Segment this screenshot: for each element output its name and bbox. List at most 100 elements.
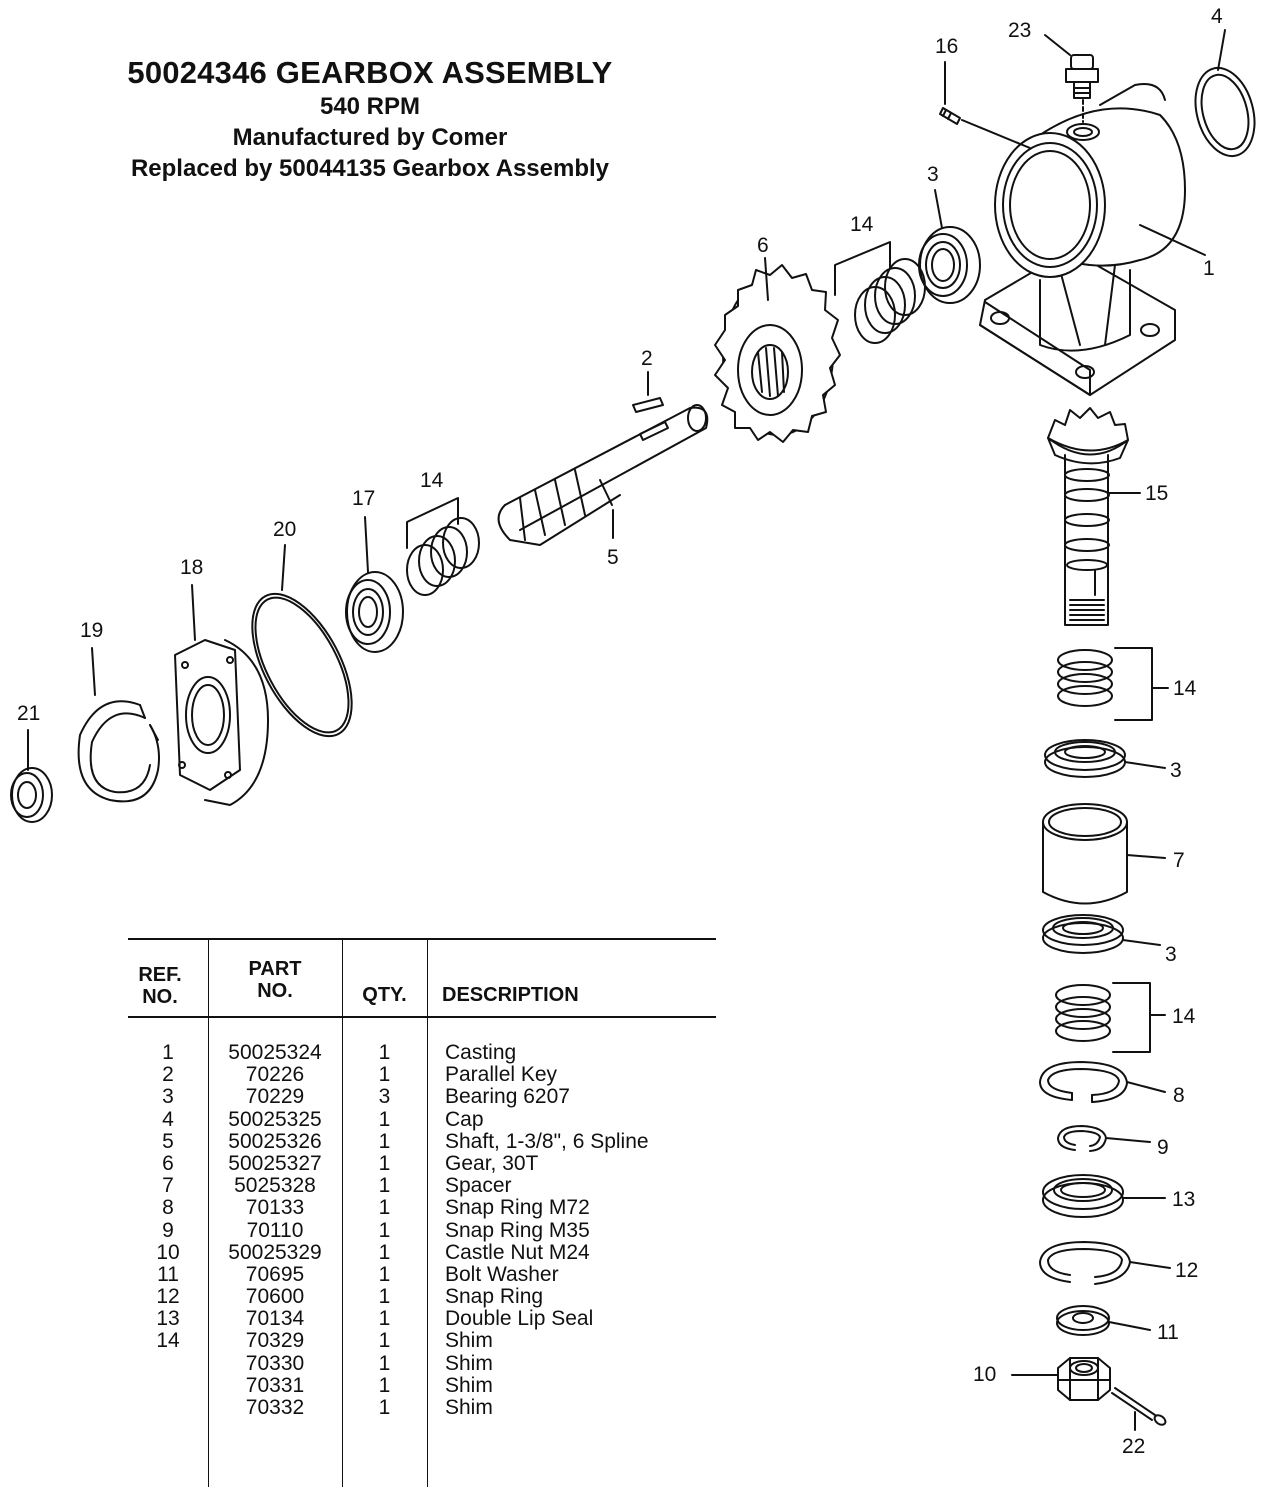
callout-14c: 14 xyxy=(1173,677,1197,700)
qty-cell: 1 xyxy=(378,1196,391,1220)
ref-cell: 8 xyxy=(162,1196,174,1220)
ref-cell: 1 xyxy=(162,1041,174,1064)
description-cell: Shim xyxy=(445,1396,493,1419)
callout-4: 4 xyxy=(1211,5,1223,28)
ref-cell: 6 xyxy=(162,1151,174,1175)
qty-cell: 1 xyxy=(378,1129,391,1153)
callout-12: 12 xyxy=(1175,1259,1199,1282)
replacement-note: Replaced by 50044135 Gearbox Assembly xyxy=(130,155,610,182)
callout-20: 20 xyxy=(273,518,297,541)
callout-leader-11 xyxy=(1108,1321,1151,1331)
table-header-rule xyxy=(128,1016,716,1018)
callout-14a: 14 xyxy=(850,213,874,236)
description-cell: Cap xyxy=(445,1107,484,1131)
table-column-divider xyxy=(427,938,428,1487)
ref-cell: 5 xyxy=(162,1129,174,1153)
bolt-washer-part xyxy=(1056,1305,1110,1336)
callout-15: 15 xyxy=(1145,482,1169,505)
part-number-cell: 70330 xyxy=(245,1351,305,1375)
header-part-line2: NO. xyxy=(257,980,293,1002)
callout-13: 13 xyxy=(1172,1188,1196,1211)
description-cell: Casting xyxy=(445,1041,517,1064)
qty-cell: 1 xyxy=(378,1063,391,1087)
manufacturer-note: Manufactured by Comer xyxy=(232,124,508,151)
o-ring-part xyxy=(251,592,353,738)
qty-cell: 1 xyxy=(378,1285,391,1309)
callout-11: 11 xyxy=(1157,1321,1179,1344)
callout-leader-8 xyxy=(1126,1081,1166,1093)
callout-leader-19 xyxy=(91,647,96,696)
callout-leader-7 xyxy=(1126,854,1166,859)
header-part: PART NO. xyxy=(208,958,342,1002)
header-part-line1: PART xyxy=(248,958,302,980)
callout-23: 23 xyxy=(1008,19,1032,42)
callout-14b: 14 xyxy=(420,469,444,492)
callout-leader-1 xyxy=(1139,224,1206,256)
callout-leader-9 xyxy=(1105,1137,1151,1143)
header-ref-line1: REF. xyxy=(138,964,182,986)
bearing-part-upper xyxy=(918,226,981,304)
description-cell: Gear, 30T xyxy=(445,1151,539,1175)
callout-bracket-14c xyxy=(1114,647,1169,721)
qty-cell: 1 xyxy=(378,1307,391,1331)
description-cell: Bearing 6207 xyxy=(445,1085,570,1109)
callout-bracket-14d xyxy=(1112,982,1166,1053)
callout-leader-3a xyxy=(934,189,943,229)
callout-18: 18 xyxy=(180,556,204,579)
table-row: 5 50025326 1 Shaft, 1-3/8", 6 Spline xyxy=(128,1129,716,1153)
description-cell: Snap Ring M72 xyxy=(445,1196,590,1220)
qty-cell: 1 xyxy=(378,1218,391,1242)
callout-22: 22 xyxy=(1122,1435,1146,1458)
callout-leader-3b xyxy=(1124,761,1166,769)
callout-7: 7 xyxy=(1173,849,1185,872)
assembly-title: 50024346 GEARBOX ASSEMBLY xyxy=(127,55,613,90)
callout-leader-12 xyxy=(1129,1261,1171,1269)
part-number-cell: 50025327 xyxy=(228,1151,322,1175)
callout-3a: 3 xyxy=(927,163,939,186)
callout-3b: 3 xyxy=(1170,759,1182,782)
description-cell: Parallel Key xyxy=(445,1063,558,1087)
shims-part-lower xyxy=(406,517,480,596)
description-cell: Shaft, 1-3/8", 6 Spline xyxy=(445,1129,649,1153)
callout-leader-6 xyxy=(764,257,769,301)
table-top-rule xyxy=(128,938,716,940)
snap-ring-part-12 xyxy=(1039,1241,1131,1285)
callout-leader-17 xyxy=(364,516,369,573)
part-number-cell: 70229 xyxy=(245,1085,305,1109)
callout-21: 21 xyxy=(17,702,41,725)
ref-cell: 3 xyxy=(162,1085,174,1109)
ref-cell: 9 xyxy=(162,1218,174,1242)
bearing-part-vert-lower xyxy=(1042,914,1124,954)
ref-cell: 10 xyxy=(156,1240,180,1264)
ref-cell: 14 xyxy=(156,1329,180,1353)
callout-3c: 3 xyxy=(1165,943,1177,966)
callout-1: 1 xyxy=(1203,257,1215,280)
shims-part-upper xyxy=(854,258,926,344)
callout-leader-16 xyxy=(961,119,1031,149)
snap-ring-part-8 xyxy=(1039,1061,1128,1103)
cap-part xyxy=(1194,66,1256,158)
part-number-cell: 50025326 xyxy=(228,1129,322,1153)
snap-ring-part-9 xyxy=(1057,1125,1107,1152)
breather-plug-part xyxy=(1065,54,1099,123)
callout-6: 6 xyxy=(757,234,769,257)
part-number-cell: 70226 xyxy=(245,1063,305,1087)
castle-nut-part xyxy=(1057,1357,1111,1401)
part-number-cell: 70134 xyxy=(245,1307,305,1331)
callout-leader-20 xyxy=(281,544,286,591)
callout-19: 19 xyxy=(80,619,104,642)
part-number-cell: 5025328 xyxy=(234,1174,316,1198)
description-cell: Snap Ring xyxy=(445,1285,544,1309)
cotter-pin-part xyxy=(1111,1387,1167,1426)
callout-leader-18 xyxy=(191,584,196,641)
callout-8: 8 xyxy=(1173,1084,1185,1107)
